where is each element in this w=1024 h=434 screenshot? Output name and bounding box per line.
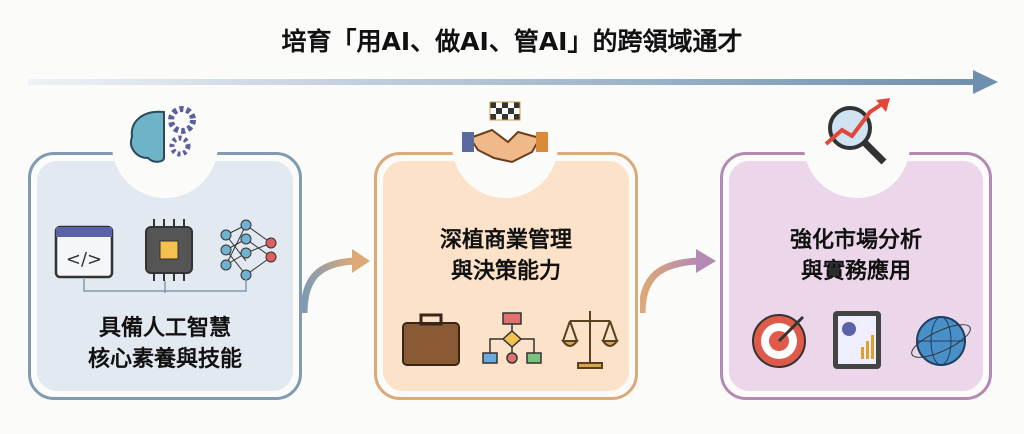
magnifier-trend-icon (824, 98, 890, 165)
card1-heading-line1: 具備人工智慧 (98, 316, 231, 341)
scales-icon (561, 311, 619, 369)
tablet-chart-icon (833, 311, 881, 369)
card-business: 深植商業管理 與決策能力 (374, 152, 638, 400)
card2-heading: 深植商業管理 與決策能力 (377, 225, 635, 287)
globe-icon (911, 316, 971, 366)
card1-icons: </> (54, 219, 277, 293)
connector-arrow-1 (302, 249, 370, 314)
card3-icon-bubble (804, 92, 910, 198)
timeline-arrow (28, 70, 998, 94)
card1-heading-line2: 核心素養與技能 (87, 347, 242, 372)
handshake-icon (462, 101, 548, 164)
card1-icon-bubble (112, 92, 218, 198)
card2-icon-bubble (452, 92, 558, 198)
briefcase-icon (402, 313, 460, 366)
card-ai-skills: </> 具備人工智慧 核心素養與技能 (28, 152, 302, 400)
svg-text:</>: </> (66, 249, 102, 270)
neural-network-icon (220, 219, 277, 281)
page-title: 培育「用AI、做AI、管AI」的跨領域通才 (281, 27, 743, 56)
card3-icons (752, 311, 971, 369)
card2-heading-line1: 深植商業管理 (439, 228, 572, 253)
connector-arrow-2 (640, 249, 716, 314)
target-icon (752, 314, 806, 368)
cpu-chip-icon (145, 219, 193, 281)
card1-heading: 具備人工智慧 核心素養與技能 (31, 313, 299, 375)
card3-heading: 強化市場分析 與實務應用 (723, 225, 989, 287)
card2-icons (402, 311, 619, 369)
card3-heading-line2: 與實務應用 (800, 259, 911, 284)
card2-heading-line2: 與決策能力 (450, 259, 561, 284)
flowchart-icon (482, 312, 542, 364)
code-window-icon: </> (54, 225, 114, 279)
card-market: 強化市場分析 與實務應用 (720, 152, 992, 400)
card3-heading-line1: 強化市場分析 (789, 228, 922, 253)
brain-gears-icon (130, 106, 196, 163)
